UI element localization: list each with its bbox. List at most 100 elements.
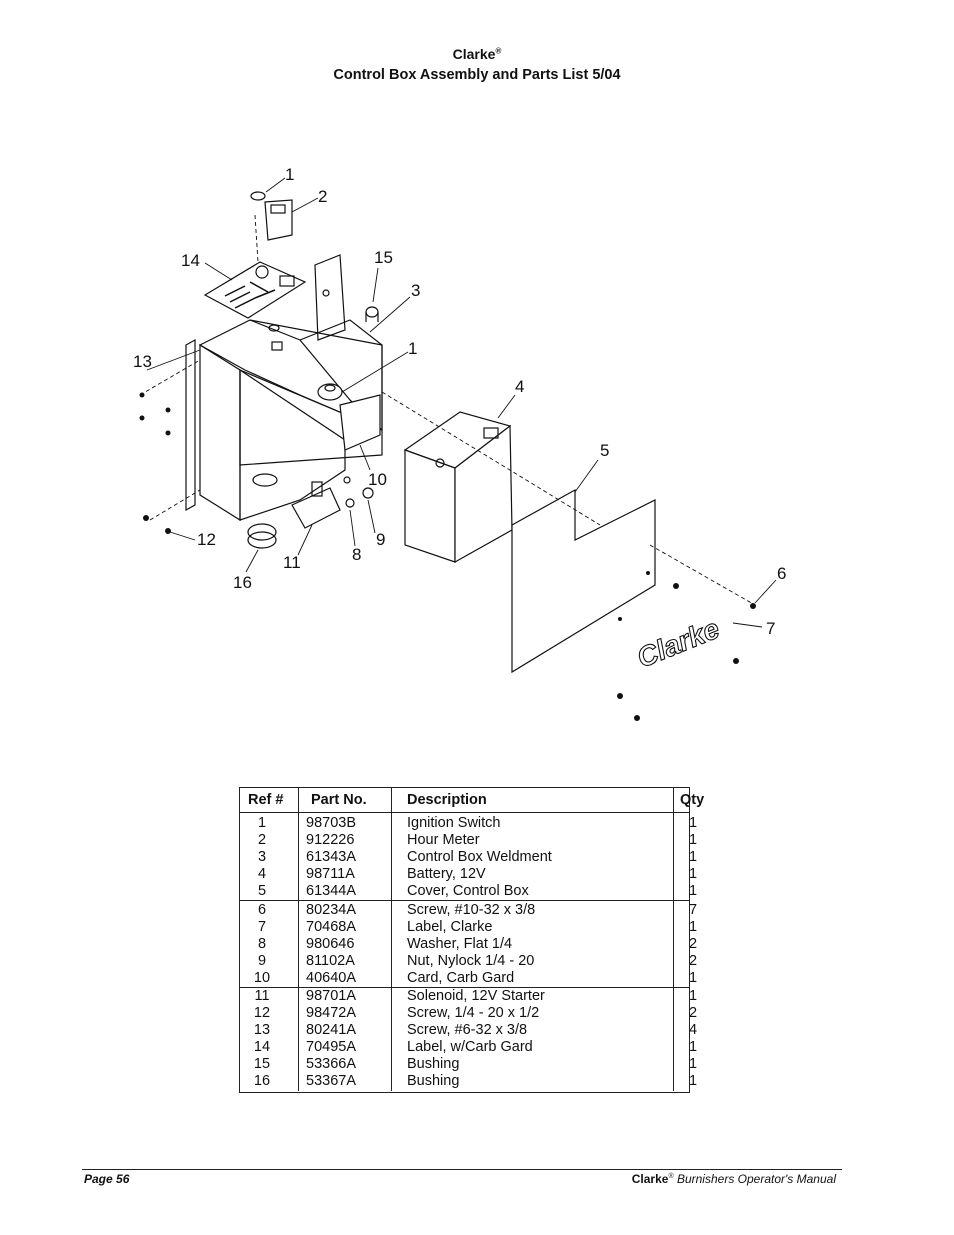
cell-ref: 16 bbox=[240, 1073, 299, 1091]
cell-ref: 2 bbox=[240, 832, 299, 850]
cell-description: Card, Carb Gard bbox=[391, 969, 674, 988]
cell-qty: 1 bbox=[689, 1073, 698, 1090]
cell-ref: 4 bbox=[240, 866, 299, 884]
cell-qty: 1 bbox=[689, 832, 698, 849]
cell-description: Label, Clarke bbox=[391, 918, 674, 936]
cell-description: Screw, #6-32 x 3/8 bbox=[391, 1022, 674, 1040]
cell-description: Bushing bbox=[391, 1056, 674, 1074]
cell-ref: 7 bbox=[240, 918, 299, 936]
cell-part-no: 98711A bbox=[298, 866, 392, 884]
cell-ref: 1 bbox=[240, 812, 299, 833]
cell-ref: 8 bbox=[240, 935, 299, 953]
cell-qty: 4 bbox=[689, 1022, 698, 1039]
callout-10: 10 bbox=[368, 470, 387, 489]
cell-qty: 2 bbox=[689, 952, 698, 969]
page-number: Page 56 bbox=[84, 1172, 130, 1186]
cell-part-no: 81102A bbox=[298, 952, 392, 970]
cell-qty: 1 bbox=[689, 969, 698, 986]
cell-description: Battery, 12V bbox=[391, 866, 674, 884]
column-header-description: Description bbox=[391, 788, 674, 813]
column-header-qty: Qty bbox=[673, 788, 704, 813]
cell-qty: 1 bbox=[689, 1056, 698, 1073]
callout-12: 12 bbox=[197, 530, 216, 549]
callout-13: 13 bbox=[133, 352, 152, 371]
cell-description: Ignition Switch bbox=[391, 812, 674, 833]
callout-1b: 1 bbox=[408, 339, 417, 358]
column-header-ref: Ref # bbox=[240, 788, 299, 813]
cell-description: Control Box Weldment bbox=[391, 849, 674, 867]
exploded-view-diagram: Clarke bbox=[133, 165, 786, 721]
cell-qty: 1 bbox=[689, 883, 698, 900]
callout-6: 6 bbox=[777, 564, 786, 583]
cell-part-no: 70495A bbox=[298, 1039, 392, 1057]
cell-qty: 1 bbox=[689, 815, 698, 832]
cell-description: Label, w/Carb Gard bbox=[391, 1039, 674, 1057]
cell-ref: 15 bbox=[240, 1056, 299, 1074]
cell-description: Screw, 1/4 - 20 x 1/2 bbox=[391, 1005, 674, 1023]
cell-part-no: 80241A bbox=[298, 1022, 392, 1040]
cell-part-no: 98472A bbox=[298, 1005, 392, 1023]
cell-qty: 1 bbox=[689, 1039, 698, 1056]
callout-9: 9 bbox=[376, 530, 385, 549]
manual-title: Clarke® Burnishers Operator's Manual bbox=[631, 1172, 836, 1186]
cell-qty: 1 bbox=[689, 866, 698, 883]
cell-part-no: 80234A bbox=[298, 900, 392, 919]
callout-3: 3 bbox=[411, 281, 420, 300]
cell-description: Washer, Flat 1/4 bbox=[391, 935, 674, 953]
callout-5: 5 bbox=[600, 441, 609, 460]
page-title: Control Box Assembly and Parts List 5/04 bbox=[333, 67, 621, 83]
cell-qty: 7 bbox=[673, 900, 697, 919]
callout-16: 16 bbox=[233, 573, 252, 592]
cell-part-no: 61343A bbox=[298, 849, 392, 867]
callout-8: 8 bbox=[352, 545, 361, 564]
cell-ref: 11 bbox=[240, 986, 299, 1006]
callout-4: 4 bbox=[515, 377, 524, 396]
cell-part-no: 70468A bbox=[298, 918, 392, 936]
brand-heading: Clarke® bbox=[452, 46, 502, 62]
callout-2: 2 bbox=[318, 187, 327, 206]
cell-description: Hour Meter bbox=[391, 832, 674, 850]
cell-ref: 9 bbox=[240, 952, 299, 970]
cell-part-no: 53367A bbox=[298, 1073, 392, 1091]
cell-description: Screw, #10-32 x 3/8 bbox=[391, 900, 674, 919]
diagram-callouts: 1 2 14 15 3 1 13 4 5 10 12 9 8 11 16 6 7 bbox=[133, 165, 786, 638]
cell-part-no: 40640A bbox=[298, 969, 392, 988]
cell-description: Solenoid, 12V Starter bbox=[391, 986, 674, 1006]
cell-description: Nut, Nylock 1/4 - 20 bbox=[391, 952, 674, 970]
column-header-part-no: Part No. bbox=[298, 788, 392, 813]
cell-qty: 1 bbox=[673, 986, 697, 1006]
cell-part-no: 53366A bbox=[298, 1056, 392, 1074]
cell-part-no: 980646 bbox=[298, 935, 392, 953]
callout-1a: 1 bbox=[285, 165, 294, 184]
callout-11: 11 bbox=[283, 553, 301, 572]
cell-ref: 3 bbox=[240, 849, 299, 867]
cell-ref: 10 bbox=[240, 969, 299, 988]
cell-qty: 2 bbox=[689, 935, 698, 952]
cell-part-no: 61344A bbox=[298, 883, 392, 901]
cell-part-no: 98703B bbox=[298, 812, 392, 833]
cell-ref: 14 bbox=[240, 1039, 299, 1057]
cell-qty: 1 bbox=[689, 849, 698, 866]
cell-part-no: 98701A bbox=[298, 986, 392, 1006]
cell-part-no: 912226 bbox=[298, 832, 392, 850]
footer-rule bbox=[82, 1169, 842, 1170]
clarke-logo: Clarke bbox=[633, 613, 724, 674]
table-header-row: Ref # Part No. Description Qty bbox=[240, 788, 704, 813]
callout-7: 7 bbox=[766, 619, 775, 638]
callout-14: 14 bbox=[181, 251, 200, 270]
